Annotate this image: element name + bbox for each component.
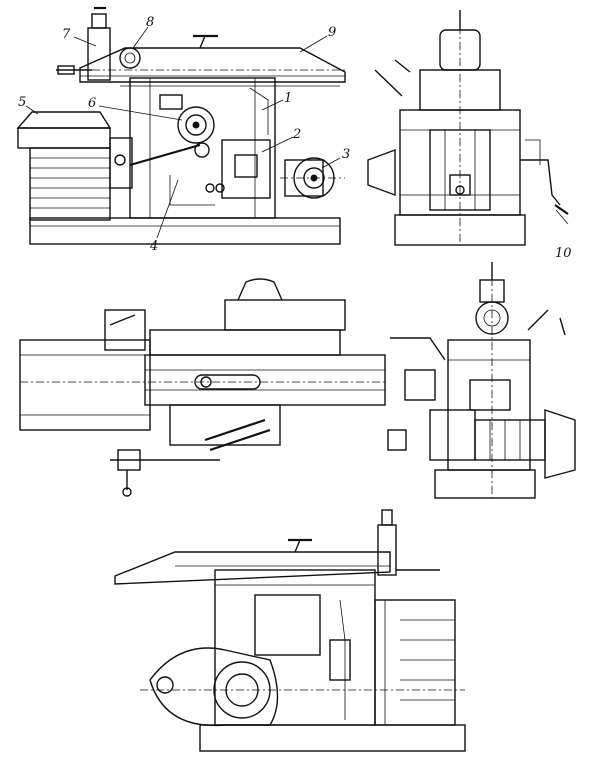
callout-4: 4 <box>149 239 158 254</box>
side-elevation-view <box>16 6 346 245</box>
callout-2: 2 <box>292 127 301 142</box>
callout-7: 7 <box>62 27 71 42</box>
callout-labels: 7 8 9 1 6 5 2 3 4 10 <box>18 15 572 261</box>
callout-1: 1 <box>284 91 292 106</box>
callout-9: 9 <box>328 25 336 40</box>
callout-5: 5 <box>18 95 26 110</box>
rear-view <box>387 262 576 499</box>
callout-8: 8 <box>146 15 154 30</box>
top-plan-view <box>19 278 386 497</box>
callout-3: 3 <box>342 147 350 162</box>
opposite-side-view <box>114 509 466 752</box>
callout-10: 10 <box>555 246 572 261</box>
callout-6: 6 <box>88 96 96 111</box>
front-view <box>367 10 569 246</box>
table-ribs <box>30 157 110 209</box>
